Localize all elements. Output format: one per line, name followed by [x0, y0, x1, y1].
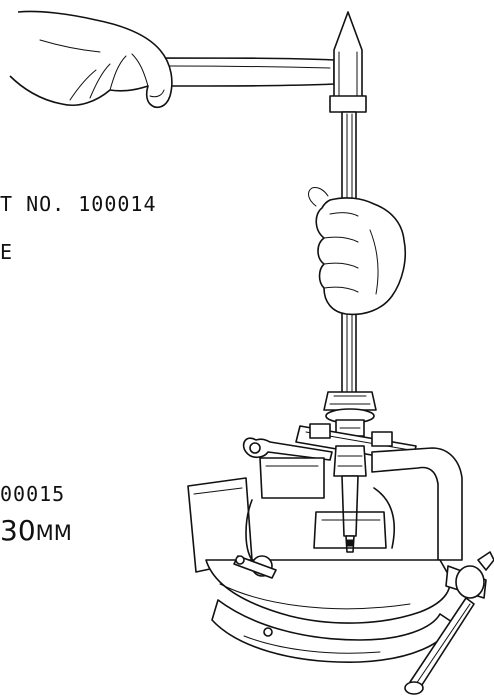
middle-hand: [308, 187, 407, 316]
bearing-collar: [323, 391, 377, 437]
size-number: 30: [0, 514, 36, 547]
hammer-handle: [159, 57, 335, 87]
center-tool: [333, 445, 367, 553]
size-unit: MM: [35, 521, 72, 545]
hammer-head: [329, 11, 367, 113]
vise-screw-handle: [404, 551, 494, 695]
box-wrench: [242, 437, 333, 461]
bench-vise: [187, 447, 463, 663]
size-label: 30MM: [0, 514, 72, 547]
swivel-lock-handle: [233, 555, 277, 579]
second-part-number-label: 00015: [0, 482, 66, 506]
part-number-label: T NO. 100014: [0, 192, 157, 216]
description-fragment: E: [0, 240, 14, 264]
top-hand: [9, 10, 173, 109]
